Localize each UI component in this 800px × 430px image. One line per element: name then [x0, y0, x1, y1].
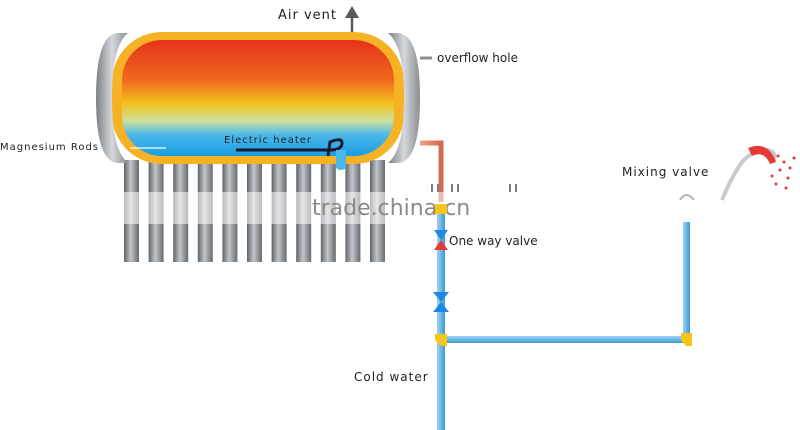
spray-drop — [770, 174, 774, 178]
up-arrow-icon — [345, 6, 359, 18]
gate-valve — [433, 292, 449, 312]
mixing-valve-label: Mixing valve — [622, 165, 709, 179]
watermark-band — [110, 192, 670, 224]
spray-drop — [782, 160, 786, 164]
horizontal-pipe — [441, 336, 689, 343]
elbow-fitting — [681, 333, 692, 346]
spray-drop — [778, 168, 782, 172]
spray-drop — [784, 186, 788, 190]
shower-head-icon — [748, 145, 776, 164]
top-fitting — [435, 204, 447, 214]
mixing-valve — [679, 145, 777, 201]
electric-heater-element — [236, 138, 346, 170]
tank-interior — [122, 40, 394, 156]
spray-drop — [776, 154, 780, 158]
spray-drop — [774, 182, 778, 186]
air-vent — [345, 6, 359, 32]
mixing-supply-pipe — [683, 222, 690, 343]
spray-drop — [788, 166, 792, 170]
water-pipes — [437, 210, 690, 430]
spray-drop — [792, 156, 796, 160]
tank-right-cap — [388, 33, 420, 163]
water-tank — [96, 32, 420, 170]
cold-water-label: Cold water — [354, 370, 429, 384]
pipe-fragments — [431, 184, 517, 192]
spray-drop — [786, 176, 790, 180]
air-vent-label: Air vent — [278, 8, 337, 23]
fittings — [435, 204, 692, 346]
one-way-valve — [434, 230, 448, 250]
tank-left-cap — [96, 33, 128, 163]
tee-fitting — [435, 334, 447, 346]
magnesium-rods-label: Magnesium Rods — [0, 142, 99, 153]
shower-spray — [770, 154, 796, 190]
hot-outlet-pipe — [420, 140, 444, 202]
one-way-valve-label: One way valve — [449, 234, 538, 248]
overflow-hole-label: overflow hole — [437, 51, 518, 65]
electric-heater-label: Electric heater — [224, 135, 312, 146]
cold-water-main-pipe — [437, 210, 445, 430]
